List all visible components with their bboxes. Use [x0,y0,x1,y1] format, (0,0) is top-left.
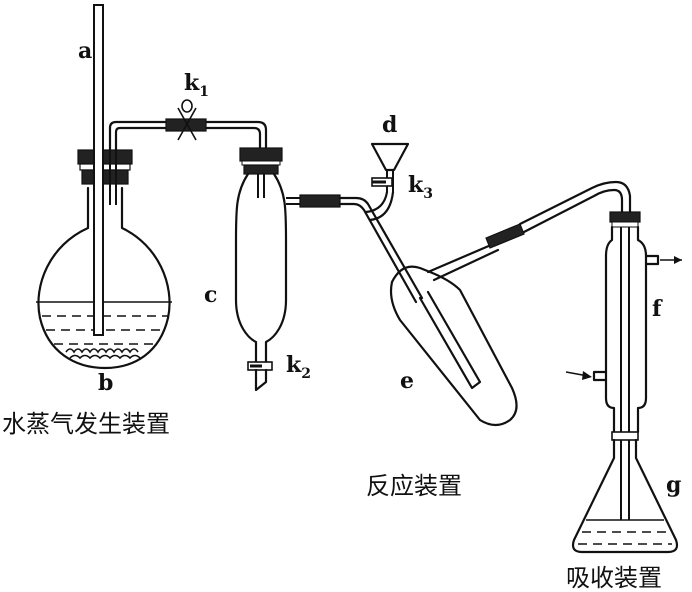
label-g: g [666,472,681,498]
caption-absorption: 吸收装置 [566,564,662,592]
separatory-funnel-icon [234,172,288,366]
condenser-f [565,211,682,520]
label-k2: k2 [286,352,311,382]
separatory-funnel-c [234,147,300,392]
funnel-stopper [239,147,283,162]
boiling-chips-icon [65,348,139,354]
label-e: e [400,368,414,394]
label-b: b [98,370,113,396]
condenser-icon [604,225,648,434]
label-f: f [652,296,663,322]
flask-stopper [77,149,133,165]
dropping-funnel-d [364,142,410,222]
round-bottom-flask-icon [37,186,171,370]
pinch-clip-k1-icon [177,107,197,141]
dropping-funnel-icon [370,142,410,172]
rubber-tube [485,223,525,249]
label-d: d [382,112,397,138]
safety-tube-a [93,4,104,336]
label-k3: k3 [408,172,433,202]
reaction-tube-e [389,240,518,427]
label-k1: k1 [184,70,209,100]
flask-stopper-lower [81,169,129,185]
rubber-tube [299,194,341,208]
connector-tube [299,194,424,304]
connector-to-condenser [485,180,632,249]
caption-steam-generator: 水蒸气发生装置 [2,410,170,438]
caption-reaction: 反应装置 [366,472,462,500]
absorption-flask-g [571,431,679,554]
boiling-chips [69,354,141,360]
label-a: a [78,38,92,64]
condenser-stopper [609,211,641,223]
label-c: c [204,282,217,308]
steam-generator [36,4,268,370]
reaction-tube-icon [389,265,518,427]
erlenmeyer-flask-icon [571,438,679,554]
